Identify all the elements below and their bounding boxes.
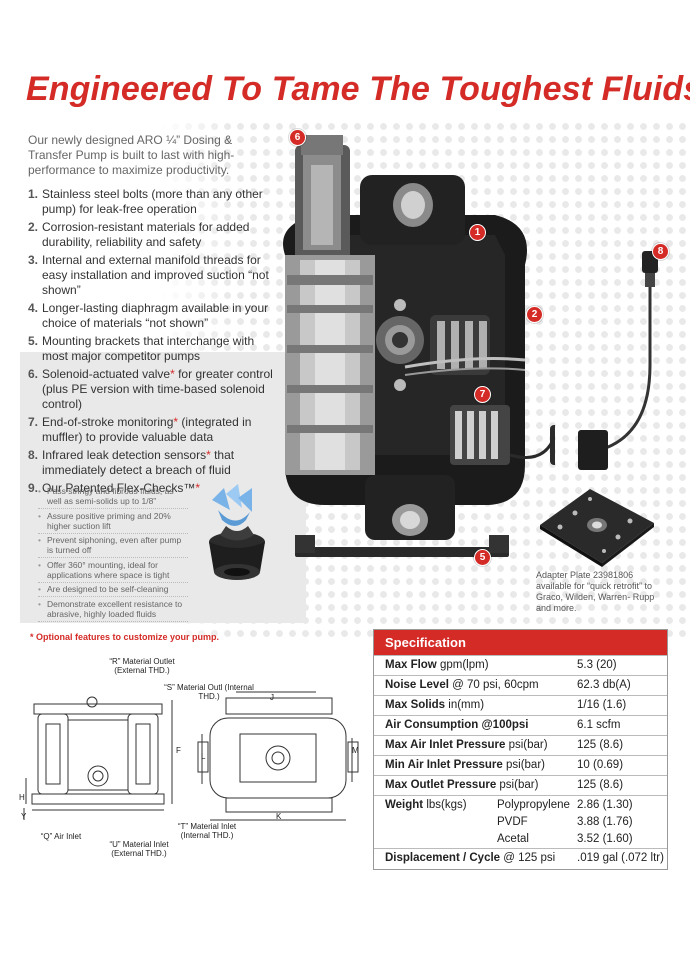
callout-marker: 8 bbox=[652, 243, 669, 260]
callout-marker: 2 bbox=[526, 306, 543, 323]
dimension-letter: F bbox=[176, 746, 181, 755]
spec-row-weight: Weight lbs(kgs) Polypropylene 2.86 (1.30… bbox=[374, 795, 667, 848]
adapter-plate-image bbox=[540, 489, 654, 567]
spec-row: Max Solids in(mm) 1/16 (1.6) bbox=[374, 695, 667, 715]
flex-check-point: Demonstrate excellent resistance to abra… bbox=[38, 599, 188, 622]
dimension-letter: M bbox=[352, 746, 359, 755]
adapter-plate-caption: Adapter Plate 23981806 available for “qu… bbox=[536, 570, 655, 613]
spec-row-displacement: Displacement / Cycle @ 125 psi .019 gal … bbox=[374, 848, 667, 870]
t-material-inlet-label: “T” Material Inlet (Internal THD.) bbox=[177, 822, 237, 840]
specification-table: Specification Max Flow gpm(lpm) 5.3 (20)… bbox=[373, 629, 668, 870]
flex-check-point: Assure positive priming and 20% higher s… bbox=[38, 511, 188, 534]
sensor-cable-image bbox=[578, 251, 658, 470]
spec-row: Max Outlet Pressure psi(bar) 125 (8.6) bbox=[374, 775, 667, 795]
flex-check-point: Are designed to be self-cleaning bbox=[38, 584, 188, 597]
spec-row: Min Air Inlet Pressure psi(bar) 10 (0.69… bbox=[374, 755, 667, 775]
feature-item: 5.Mounting brackets that interchange wit… bbox=[28, 334, 255, 363]
intro-paragraph: Our newly designed ARO ¼” Dosing & Trans… bbox=[28, 133, 235, 177]
feature-item: 6.Solenoid-actuated valve* for greater c… bbox=[28, 367, 273, 411]
callout-marker: 6 bbox=[289, 129, 306, 146]
flex-check-point: Pass stringy and fibrous fluids, as well… bbox=[38, 486, 188, 509]
spec-header: Specification bbox=[374, 630, 667, 655]
flex-check-valve-image bbox=[209, 484, 265, 580]
optional-features-note: * Optional features to customize your pu… bbox=[30, 632, 220, 642]
feature-item: 7.End-of-stroke monitoring* (integrated … bbox=[28, 415, 252, 444]
spec-row: Noise Level @ 70 psi, 60cpm 62.3 db(A) bbox=[374, 675, 667, 695]
dimension-letter: J bbox=[270, 693, 274, 702]
r-material-outlet-label: “R” Material Outlet (External THD.) bbox=[109, 657, 175, 675]
spec-row: Air Consumption @100psi 6.1 scfm bbox=[374, 715, 667, 735]
dimension-letter: Y bbox=[21, 812, 27, 821]
dimension-letter: L bbox=[201, 752, 206, 761]
callout-marker: 7 bbox=[474, 386, 491, 403]
callout-marker: 1 bbox=[469, 224, 486, 241]
pump-side-dimension-drawing bbox=[197, 691, 359, 821]
feature-item: 8.Infrared leak detection sensors* that … bbox=[28, 448, 235, 477]
feature-item: 2.Corrosion-resistant materials for adde… bbox=[28, 220, 250, 249]
pump-front-dimension-drawing bbox=[23, 696, 173, 820]
u-material-inlet-label: “U” Material Inlet (External THD.) bbox=[109, 840, 169, 858]
feature-item: 3.Internal and external manifold threads… bbox=[28, 253, 269, 297]
pump-cutaway-image bbox=[283, 135, 555, 557]
spec-row: Max Flow gpm(lpm) 5.3 (20) bbox=[374, 655, 667, 675]
flex-check-list: Pass stringy and fibrous fluids, as well… bbox=[38, 486, 188, 623]
callout-marker: 5 bbox=[474, 549, 491, 566]
feature-item: 4.Longer-lasting diaphragm available in … bbox=[28, 301, 269, 330]
page-title: Engineered To Tame The Toughest Fluids. bbox=[26, 70, 690, 108]
q-air-inlet-label: “Q” Air Inlet bbox=[40, 832, 82, 841]
dimension-letter: H bbox=[19, 793, 25, 802]
dimension-letter: K bbox=[276, 812, 282, 821]
spec-row: Max Air Inlet Pressure psi(bar) 125 (8.6… bbox=[374, 735, 667, 755]
flex-check-point: Prevent siphoning, even after pump is tu… bbox=[38, 535, 188, 558]
flex-check-point: Offer 360° mounting, ideal for applicati… bbox=[38, 560, 188, 583]
feature-list: 1.Stainless steel bolts (more than any o… bbox=[28, 187, 278, 499]
feature-item: 1.Stainless steel bolts (more than any o… bbox=[28, 187, 263, 216]
s-material-outlet-label: “S” Material Outl (Internal THD.) bbox=[164, 683, 254, 701]
